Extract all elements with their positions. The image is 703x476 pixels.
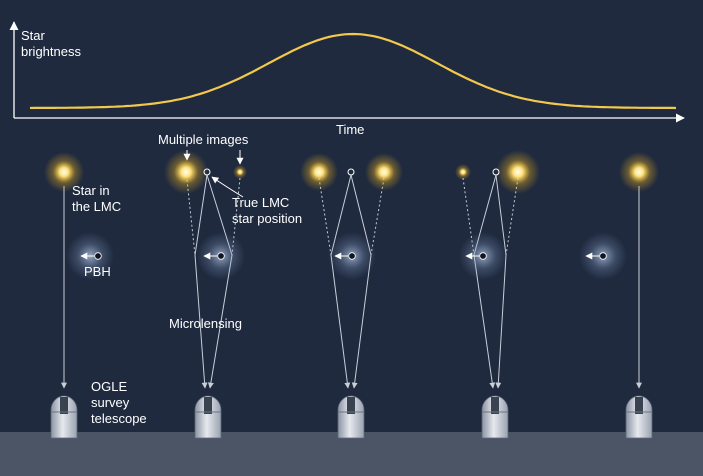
ray-lensed-3a — [330, 174, 352, 389]
ray-lensed-2b — [206, 174, 233, 389]
microlensing-label: Microlensing — [169, 316, 242, 331]
y-axis-label: Star brightness — [21, 28, 81, 59]
pbh-dot — [94, 252, 102, 260]
ray-lensed-4a — [473, 174, 497, 389]
pbh-dot — [599, 252, 607, 260]
star-image-left — [300, 153, 338, 191]
telescopes — [50, 395, 653, 439]
ogle-telescope — [625, 395, 653, 439]
true-position-marker — [347, 168, 355, 176]
ground — [0, 432, 703, 476]
star-image-faint — [455, 164, 471, 180]
true-position-marker — [203, 168, 211, 176]
pbh-dot — [479, 252, 487, 260]
pbh-dot — [217, 252, 225, 260]
true-position-marker — [492, 168, 500, 176]
star-in-lmc-label: Star in the LMC — [72, 183, 122, 214]
ogle-telescope — [50, 395, 78, 439]
telescope-label: OGLE survey telescope — [91, 379, 147, 426]
pbh-dot — [348, 252, 356, 260]
pbh-label: PBH — [84, 264, 111, 279]
true-position-label: True LMC star position — [232, 195, 303, 226]
ogle-telescope — [337, 395, 365, 439]
pbh-group — [66, 232, 627, 280]
light-curve-chart — [9, 21, 685, 123]
star-image-faint — [233, 165, 247, 179]
light-rays — [61, 174, 642, 389]
star-glow — [44, 152, 84, 192]
stars — [44, 150, 659, 194]
ray-lensed-3b — [350, 174, 372, 389]
ogle-telescope — [481, 395, 509, 439]
multiple-images-label: Multiple images — [158, 132, 249, 147]
star-image-bright — [496, 150, 540, 194]
x-axis-label: Time — [336, 122, 365, 137]
ray-lensed-4b — [495, 174, 507, 389]
star-glow — [619, 152, 659, 192]
star-image-bright — [164, 150, 208, 194]
ray-lensed-2a — [194, 174, 208, 389]
annotation-arrows — [183, 150, 244, 198]
brightness-curve — [29, 32, 677, 110]
star-image-right — [365, 153, 403, 191]
ogle-telescope — [194, 395, 222, 439]
